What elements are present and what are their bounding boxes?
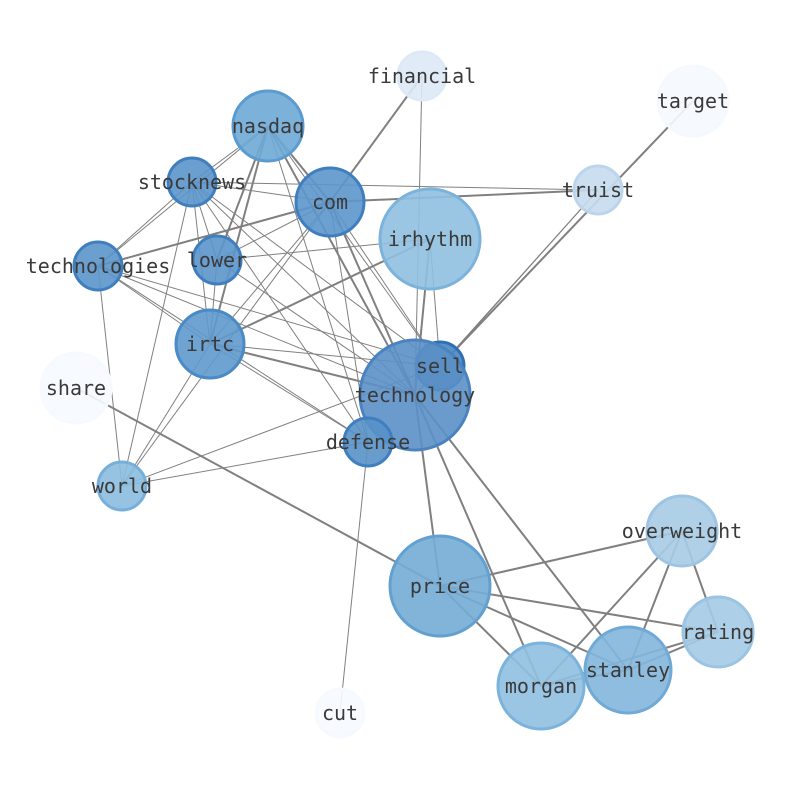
edge-truist-com [329, 189, 599, 203]
edge-target-sell [439, 100, 694, 367]
node-cut[interactable] [314, 687, 366, 739]
node-label-irtc: irtc [186, 332, 234, 356]
node-label-overweight: overweight [622, 519, 742, 543]
node-label-cut: cut [322, 701, 358, 725]
edge-share-price [75, 387, 441, 587]
node-label-technology: technology [355, 383, 475, 407]
edge-technology-stanley [414, 394, 629, 671]
node-label-irhythm: irhythm [388, 227, 472, 251]
edge-defense-cut [339, 441, 369, 714]
node-irtc[interactable] [174, 308, 246, 380]
node-morgan[interactable] [496, 641, 586, 731]
node-defense[interactable] [342, 416, 394, 468]
node-label-lower: lower [187, 248, 247, 272]
edge-technologies-technology [97, 265, 416, 396]
edge-defense-world [121, 441, 369, 487]
edge-nasdaq-irtc [209, 125, 269, 345]
node-share[interactable] [39, 351, 113, 425]
node-layer [39, 50, 755, 739]
node-price[interactable] [388, 534, 492, 638]
node-label-target: target [657, 89, 729, 113]
node-label-defense: defense [326, 430, 410, 454]
edge-stocknews-defense [191, 181, 369, 443]
label-layer: financial target nasdaq stocknews com truist i… [26, 64, 754, 725]
node-overweight[interactable] [645, 494, 719, 568]
node-stanley[interactable] [583, 625, 673, 715]
edge-com-technologies [97, 201, 331, 267]
node-label-share: share [46, 376, 106, 400]
node-label-price: price [410, 574, 470, 598]
node-com[interactable] [294, 166, 366, 238]
node-label-sell: sell [416, 354, 464, 378]
node-label-com: com [312, 190, 348, 214]
node-label-stocknews: stocknews [138, 170, 246, 194]
node-label-truist: truist [562, 178, 634, 202]
node-label-world: world [92, 474, 152, 498]
node-label-technologies: technologies [26, 254, 171, 278]
edge-nasdaq-defense [267, 125, 369, 443]
node-target[interactable] [656, 64, 730, 138]
node-nasdaq[interactable] [231, 89, 305, 163]
node-label-stanley: stanley [586, 658, 670, 682]
node-lower[interactable] [191, 234, 243, 286]
node-technologies[interactable] [72, 240, 124, 292]
node-truist[interactable] [572, 164, 624, 216]
node-technology[interactable] [358, 338, 472, 452]
edge-truist-stocknews [191, 181, 599, 191]
node-label-rating: rating [682, 620, 754, 644]
node-financial[interactable] [396, 50, 448, 102]
node-rating[interactable] [681, 595, 755, 669]
node-label-financial: financial [368, 64, 476, 88]
node-stocknews[interactable] [166, 156, 218, 208]
edge-stocknews-world [121, 181, 193, 487]
node-label-morgan: morgan [505, 674, 577, 698]
node-irhythm[interactable] [378, 187, 482, 291]
edge-stocknews-sell [191, 181, 441, 367]
node-label-nasdaq: nasdaq [232, 114, 304, 138]
node-world[interactable] [96, 460, 148, 512]
